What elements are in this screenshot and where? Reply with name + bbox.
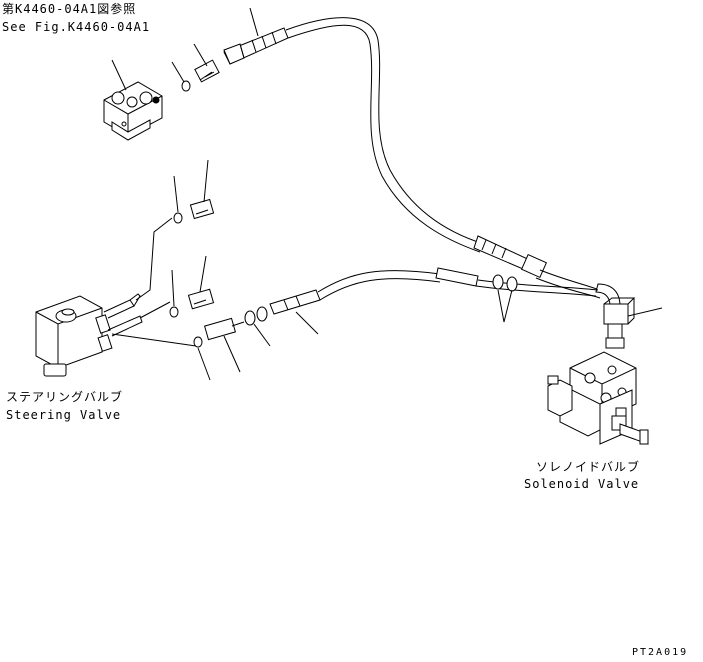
fittings-middle (169, 255, 215, 318)
solenoid-valve-label-en: Solenoid Valve (524, 477, 640, 491)
steering-valve-label-jp: ステアリングバルブ (6, 390, 124, 404)
long-hose (285, 17, 605, 299)
solenoid-valve-label-jp: ソレノイドバルブ (536, 460, 641, 474)
middle-hose-end-right (435, 267, 479, 287)
long-hose-end (473, 235, 548, 279)
clamp-pair (492, 274, 518, 323)
steering-valve (35, 217, 197, 377)
top-hose-end (223, 7, 289, 65)
reference-block (103, 59, 163, 141)
middle-hose-end-left (269, 289, 321, 335)
fittings-lower (193, 306, 271, 381)
reference-label-en: See Fig.K4460-04A1 (2, 20, 151, 34)
top-connector (193, 43, 220, 83)
elbow-fitting (595, 283, 663, 349)
reference-label-jp: 第K4460-04A1図参照 (2, 2, 137, 16)
drawing-code: PT2A019 (632, 647, 689, 658)
top-fittings (171, 7, 289, 92)
middle-hose (269, 267, 599, 335)
solenoid-valve (547, 351, 649, 445)
fittings-upper (173, 159, 215, 224)
steering-valve-label-en: Steering Valve (6, 408, 122, 422)
